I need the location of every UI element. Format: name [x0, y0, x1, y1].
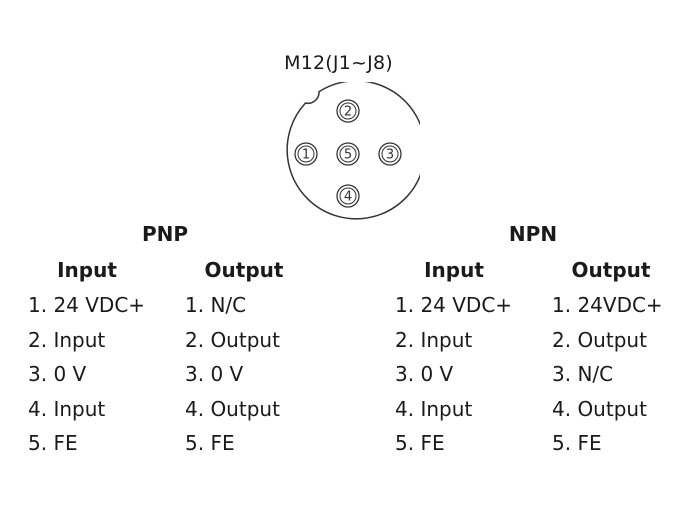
m12-connector-diagram: 2 1 5 3 4 — [278, 82, 420, 220]
svg-text:2: 2 — [344, 105, 352, 120]
pnp-output-column: Output 1. N/C 2. Output 3. 0 V 4. Output… — [185, 258, 335, 465]
npn-input-row: 3. 0 V — [395, 362, 454, 386]
connector-outline — [286, 82, 420, 220]
npn-input-row: 1. 24 VDC+ — [395, 293, 513, 317]
pnp-output-header: Output — [204, 258, 284, 282]
npn-input-row: 5. FE — [395, 431, 445, 455]
npn-input-row: 4. Input — [395, 396, 473, 421]
svg-text:5: 5 — [344, 148, 352, 163]
pnp-output-row: 5. FE — [185, 431, 235, 455]
npn-input-header: Input — [424, 258, 484, 282]
pnp-output-row: 1. N/C — [185, 293, 247, 317]
pnp-input-row: 1. 24 VDC+ — [28, 293, 146, 317]
npn-output-row: 3. N/C — [552, 362, 614, 386]
pnp-output-row: 4. Output — [185, 396, 280, 421]
pin-2: 2 — [336, 99, 360, 123]
npn-output-header: Output — [571, 258, 651, 282]
pnp-output-row: 3. 0 V — [185, 362, 244, 386]
pnp-input-column: Input 1. 24 VDC+ 2. Input 3. 0 V 4. Inpu… — [28, 258, 178, 465]
pnp-input-row: 5. FE — [28, 431, 78, 455]
pin-3: 3 — [378, 142, 402, 166]
npn-output-row: 1. 24VDC+ — [552, 293, 663, 317]
pnp-input-row: 4. Input — [28, 396, 106, 421]
pnp-input-header: Input — [57, 258, 117, 282]
npn-output-row: 5. FE — [552, 431, 602, 455]
connector-key-notch — [278, 120, 286, 137]
npn-title: NPN — [508, 222, 558, 246]
pin-4: 4 — [336, 184, 360, 208]
connector-title: M12(J1~J8) — [284, 52, 393, 74]
npn-input-row: 2. Input — [395, 327, 473, 352]
pin-1: 1 — [294, 142, 318, 166]
npn-output-row: 2. Output — [552, 327, 647, 352]
pnp-title: PNP — [141, 222, 189, 246]
svg-text:1: 1 — [302, 148, 310, 163]
pnp-output-row: 2. Output — [185, 327, 280, 352]
svg-text:3: 3 — [386, 148, 394, 163]
pin-5: 5 — [336, 142, 360, 166]
npn-output-column: Output 1. 24VDC+ 2. Output 3. N/C 4. Out… — [552, 258, 677, 465]
svg-text:4: 4 — [344, 190, 352, 205]
pnp-input-row: 2. Input — [28, 327, 106, 352]
pnp-input-row: 3. 0 V — [28, 362, 87, 386]
npn-input-column: Input 1. 24 VDC+ 2. Input 3. 0 V 4. Inpu… — [395, 258, 545, 465]
npn-output-row: 4. Output — [552, 396, 647, 421]
